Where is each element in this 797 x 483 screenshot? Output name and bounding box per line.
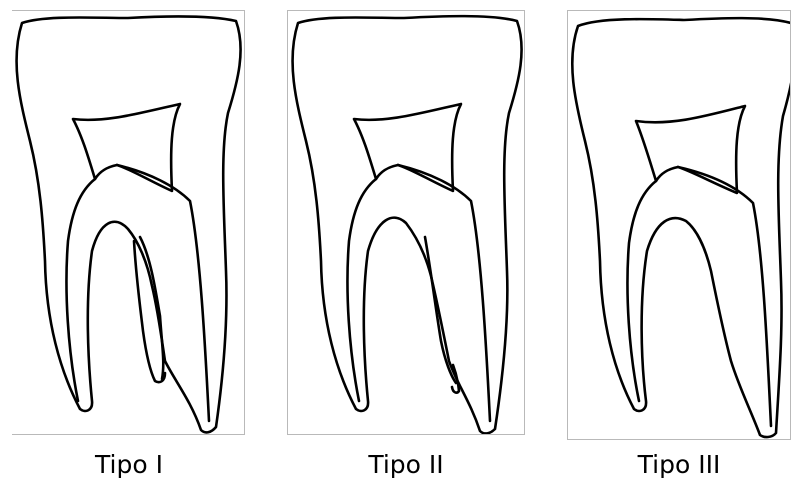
canal-inner-right [398, 165, 490, 421]
pulp-chamber [636, 106, 745, 193]
tooth-tipo-1-drawing [12, 11, 245, 435]
tooth-panel-tipo-2 [287, 10, 525, 435]
canal-inner-right [678, 167, 771, 426]
canal-inner-right [117, 165, 209, 421]
caption-tipo-3: Tipo III [581, 447, 777, 483]
canal-inner-left [347, 179, 376, 401]
caption-tipo-1: Tipo I [32, 447, 226, 483]
tooth-panel-tipo-3 [567, 10, 791, 440]
accessory-canal-1 [425, 237, 456, 383]
pulp-chamber [354, 104, 461, 191]
caption-tipo-2: Tipo II [307, 447, 505, 483]
tooth-tipo-2-drawing [288, 11, 525, 435]
tooth-panel-tipo-1 [12, 10, 245, 435]
pulp-chamber [73, 104, 180, 191]
canal-inner-left [66, 179, 95, 401]
tooth-tipo-3-drawing [568, 11, 791, 440]
